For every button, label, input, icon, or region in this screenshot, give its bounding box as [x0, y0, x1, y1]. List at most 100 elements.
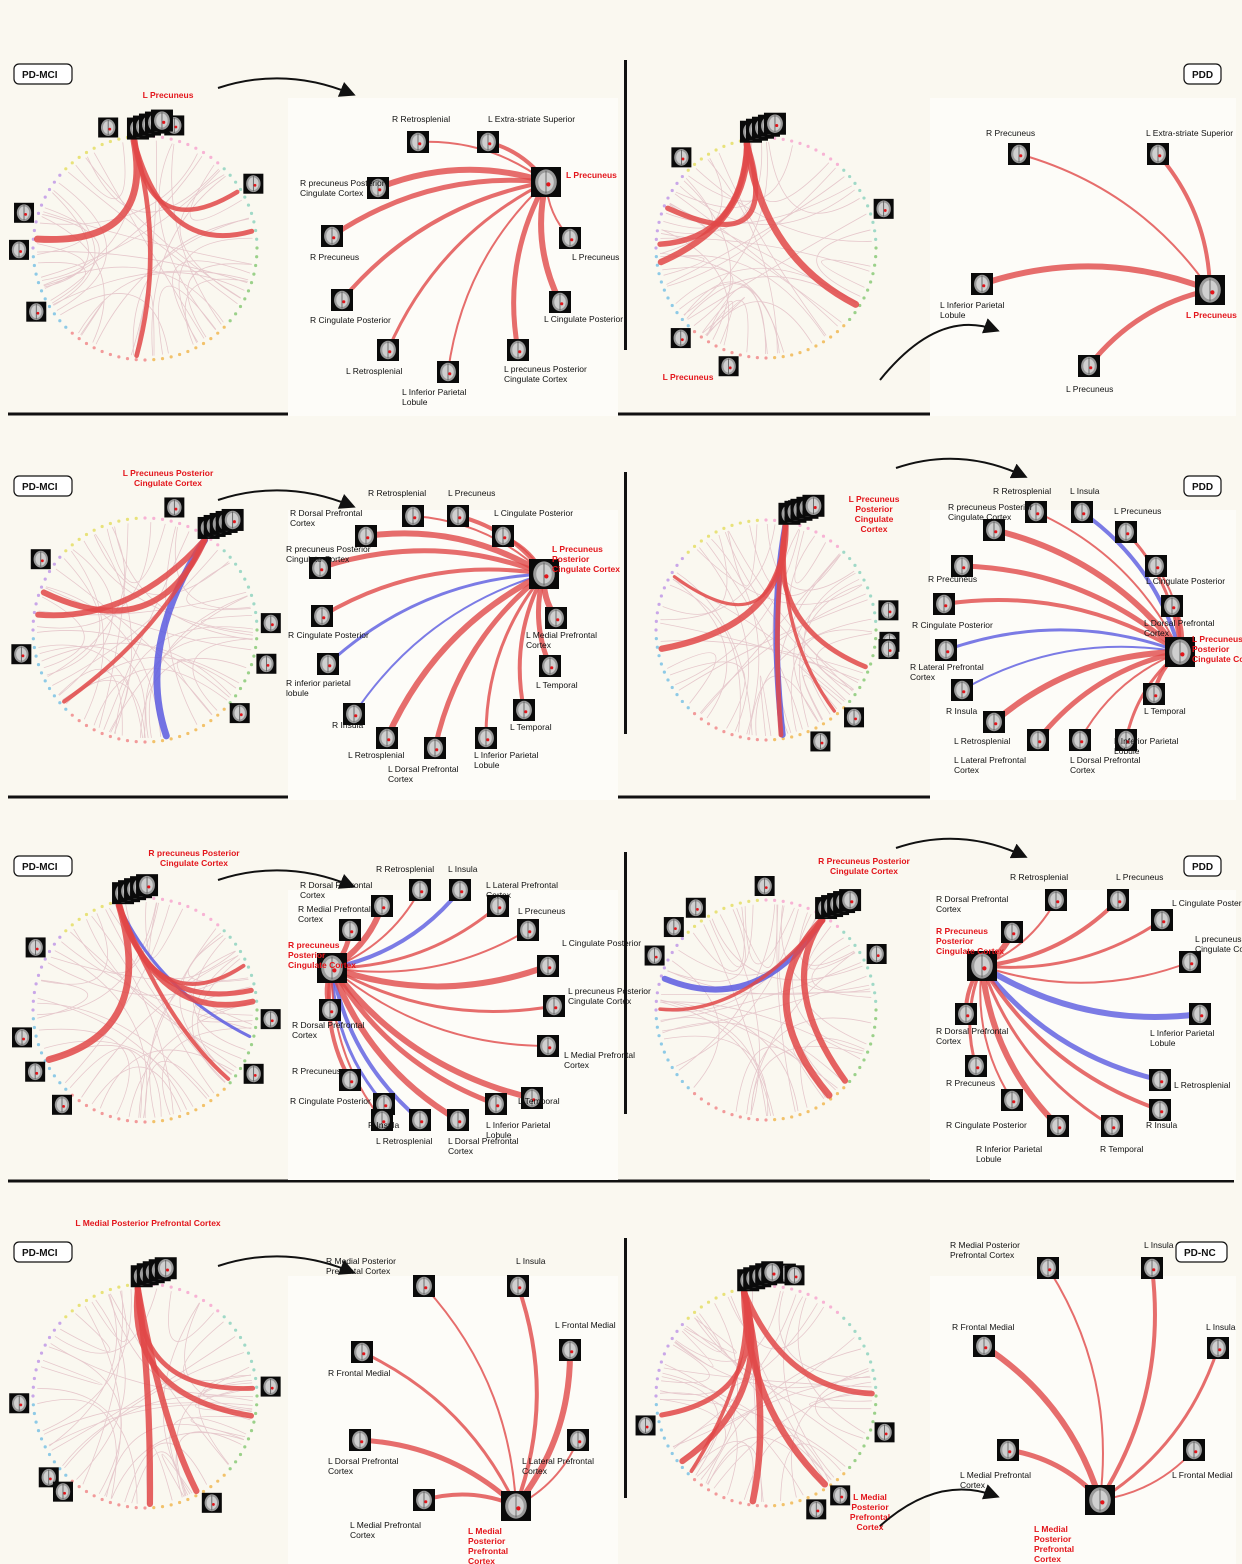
ring-node — [842, 550, 846, 554]
faint-chord — [37, 979, 88, 1019]
ring-node — [255, 237, 259, 241]
ring-node — [862, 1444, 866, 1448]
node-brain-thumbnail — [1115, 521, 1137, 543]
faint-chord — [718, 152, 827, 336]
ring-node — [773, 1284, 777, 1288]
ring-node — [874, 246, 878, 250]
ring-node — [821, 1102, 826, 1106]
ring-node — [92, 528, 96, 532]
faint-chord — [179, 174, 241, 299]
ring-brain-thumbnail — [874, 1422, 895, 1443]
faint-chord — [794, 530, 827, 584]
positive-edge — [980, 964, 1114, 1128]
node-brain-thumbnail — [507, 1275, 529, 1297]
ring-node — [654, 237, 658, 241]
ring-node — [655, 263, 659, 267]
faint-chord — [82, 1290, 123, 1485]
faint-chord — [149, 950, 236, 1118]
node-label: R Cingulate Posterior — [912, 620, 993, 630]
ring-node — [100, 1497, 104, 1502]
chord-ring-right — [635, 1261, 895, 1520]
faint-chord — [91, 1066, 182, 1113]
transition-arrow — [895, 837, 1028, 859]
faint-chord — [663, 1367, 872, 1388]
ring-node — [254, 1025, 258, 1030]
chord-ring-left — [12, 874, 281, 1124]
ring-node — [77, 1303, 81, 1307]
ring-node — [228, 1081, 232, 1085]
ring-node — [178, 139, 182, 144]
faint-chord — [44, 192, 89, 288]
ring-node — [806, 906, 810, 910]
faint-chord — [816, 229, 871, 297]
ring-node — [680, 1465, 684, 1470]
ring-node — [249, 1043, 254, 1047]
node-brain-thumbnail — [311, 605, 333, 627]
faint-chord — [114, 526, 253, 641]
ring-node — [194, 1108, 198, 1112]
node-brain-thumbnail — [965, 1055, 987, 1077]
faint-chord — [60, 293, 169, 354]
ring-node — [654, 246, 658, 250]
ring-node — [670, 1065, 674, 1070]
faint-chord — [111, 1432, 244, 1499]
faint-chord — [683, 281, 785, 353]
node-brain-thumbnail — [343, 703, 365, 725]
ring-node — [747, 737, 751, 741]
faint-chord — [158, 143, 216, 331]
positive-edge — [959, 563, 1183, 655]
ring-node — [64, 929, 68, 933]
ring-brain-thumbnail — [30, 549, 51, 570]
ring-node — [209, 337, 213, 341]
faint-chord — [105, 909, 226, 1083]
ring-node — [216, 923, 220, 927]
ring-node — [108, 734, 112, 739]
faint-chord — [48, 1404, 252, 1446]
ring-node — [125, 357, 130, 361]
ring-node — [255, 999, 259, 1003]
node-brain-thumbnail — [485, 1093, 507, 1115]
positive-edge — [375, 166, 549, 191]
star-panel-bg — [930, 1276, 1236, 1564]
ring-node — [31, 255, 35, 259]
ring-node — [39, 1051, 44, 1055]
ring-node — [835, 162, 840, 166]
ring-node — [654, 1394, 658, 1398]
faint-chord — [53, 190, 96, 306]
ring-node — [216, 713, 220, 717]
ring-node — [858, 1065, 862, 1070]
seed-brain-thumbnail — [1195, 275, 1225, 305]
faint-chord — [694, 1317, 872, 1402]
ring-node — [790, 1115, 794, 1119]
ring-node — [108, 139, 112, 144]
ring-node — [874, 1385, 878, 1389]
ring-node — [714, 530, 718, 534]
ring-node — [654, 1017, 658, 1021]
node-brain-thumbnail — [983, 711, 1005, 733]
ring-node — [39, 965, 44, 969]
node-label: L Insula — [1206, 1322, 1236, 1332]
ring-node — [194, 908, 198, 912]
ring-node — [249, 663, 254, 667]
ring-node — [814, 726, 818, 730]
ring-node — [152, 1506, 156, 1510]
faint-chord — [131, 1451, 187, 1504]
node-brain-thumbnail — [477, 131, 499, 153]
node-brain-thumbnail — [537, 955, 559, 977]
ring-node — [77, 337, 81, 341]
ring-node — [790, 139, 794, 143]
ring-node — [100, 1290, 104, 1295]
ring-node — [790, 353, 794, 357]
ring-node — [201, 150, 206, 155]
ring-node — [747, 899, 751, 903]
node-brain-thumbnail — [317, 653, 339, 675]
